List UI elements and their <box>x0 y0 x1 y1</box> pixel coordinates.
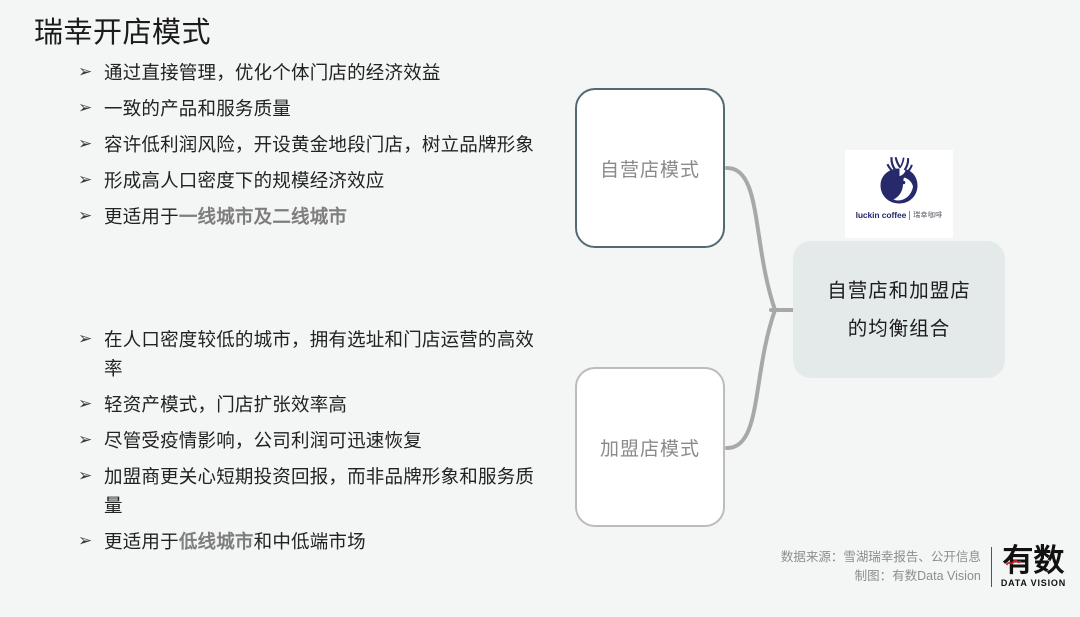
bullet-franchise-item: ➢ 轻资产模式，门店扩张效率高 <box>78 390 548 419</box>
bullet-self-operated-item: ➢ 形成高人口密度下的规模经济效应 <box>78 166 548 195</box>
bullet-group-self-operated: ➢ 通过直接管理，优化个体门店的经济效益 ➢ 一致的产品和服务质量 ➢ 容许低利润风险，开… <box>78 58 548 238</box>
luckin-coffee-logo: luckin coffee 瑞幸咖啡 <box>845 150 953 238</box>
footer-source-text: 数据来源：雪湖瑞幸报告、公开信息 制图：有数Data Vision <box>781 548 991 586</box>
result-line-2: 的均衡组合 <box>847 317 951 340</box>
page-title: 瑞幸开店模式 <box>34 17 212 49</box>
node-franchise[interactable]: 加盟店模式 <box>575 367 725 527</box>
footer-divider <box>990 546 992 587</box>
bullet-self-operated-item-text: 形成高人口密度下的规模经济效应 <box>104 166 548 195</box>
highlighted-term: 低线城市 <box>178 531 254 552</box>
node-self-operated-label: 自营店模式 <box>599 159 700 181</box>
luckin-wordmark-cn: 瑞幸咖啡 <box>913 212 943 219</box>
bullet-arrow-icon: ➢ <box>78 430 93 450</box>
plain-text-run: 更适用于 <box>104 206 179 227</box>
node-franchise-label: 加盟店模式 <box>599 438 700 460</box>
footer: 数据来源：雪湖瑞幸报告、公开信息 制图：有数Data Vision 有数 DAT… <box>781 544 1066 589</box>
bullet-franchise-item: ➢ 尽管受疫情影响，公司利润可迅速恢复 <box>78 426 548 455</box>
bullet-self-operated-item: ➢ 容许低利润风险，开设黄金地段门店，树立品牌形象 <box>78 130 548 159</box>
highlighted-term: 一线城市及二线城市 <box>178 206 348 227</box>
node-self-operated[interactable]: 自营店模式 <box>575 88 725 248</box>
luckin-wordmark-en: luckin coffee <box>855 210 907 220</box>
luckin-deer-icon <box>880 157 918 204</box>
plain-text-run: 容许低利润风险，开设黄金地段门店，树立品牌形象 <box>104 134 535 155</box>
bullet-self-operated-item-text: 一致的产品和服务质量 <box>104 94 548 123</box>
bullet-franchise-item-text: 在人口密度较低的城市，拥有选址和门店运营的高效率 <box>104 325 548 383</box>
bullet-franchise-item-text: 轻资产模式，门店扩张效率高 <box>104 390 548 419</box>
brand-logo-cn: 有数 <box>1002 544 1064 577</box>
luckin-wordmark: luckin coffee 瑞幸咖啡 <box>856 210 943 220</box>
bullet-arrow-icon: ➢ <box>78 170 93 190</box>
plain-text-run: 一致的产品和服务质量 <box>104 98 292 119</box>
bullet-arrow-icon: ➢ <box>78 329 93 349</box>
node-result-balanced-mix[interactable]: 自营店和加盟店 的均衡组合 <box>793 241 1005 378</box>
bullet-arrow-icon: ➢ <box>78 206 93 226</box>
bullet-franchise-item: ➢ 更适用于低线城市和中低端市场 <box>78 527 548 556</box>
bullet-self-operated-item: ➢ 通过直接管理，优化个体门店的经济效益 <box>78 58 548 87</box>
brand-wave-icon <box>1006 559 1022 566</box>
brand-logo-data-vision: 有数 DATA VISION <box>992 544 1066 589</box>
bullet-franchise-item-text: 加盟商更关心短期投资回报，而非品牌形象和服务质量 <box>104 462 548 520</box>
bullet-arrow-icon: ➢ <box>78 98 93 118</box>
bullet-arrow-icon: ➢ <box>78 466 93 486</box>
bullet-self-operated-item: ➢ 更适用于一线城市及二线城市 <box>78 202 548 231</box>
bullet-arrow-icon: ➢ <box>78 394 93 414</box>
bullet-arrow-icon: ➢ <box>78 134 93 154</box>
result-line-1: 自营店和加盟店 <box>827 279 971 302</box>
plain-text-run: 和中低端市场 <box>253 531 366 552</box>
bullet-franchise-item-text: 尽管受疫情影响，公司利润可迅速恢复 <box>104 426 548 455</box>
plain-text-run: 形成高人口密度下的规模经济效应 <box>104 170 385 191</box>
plain-text-run: 轻资产模式，门店扩张效率高 <box>104 394 348 415</box>
bullet-arrow-icon: ➢ <box>78 531 93 551</box>
bullet-group-franchise: ➢在人口密度较低的城市，拥有选址和门店运营的高效率➢轻资产模式，门店扩张效率高➢… <box>78 325 548 563</box>
brand-logo-en: DATA VISION <box>1000 578 1066 588</box>
bullet-franchise-item: ➢ 在人口密度较低的城市，拥有选址和门店运营的高效率 <box>78 325 548 383</box>
bullet-self-operated-item: ➢ 一致的产品和服务质量 <box>78 94 548 123</box>
footer-source-line-1: 数据来源：雪湖瑞幸报告、公开信息 <box>780 549 981 564</box>
plain-text-run: 在人口密度较低的城市，拥有选址和门店运营的高效率 <box>104 329 535 379</box>
plain-text-run: 通过直接管理，优化个体门店的经济效益 <box>104 62 441 83</box>
plain-text-run: 加盟商更关心短期投资回报，而非品牌形象和服务质量 <box>104 466 535 516</box>
bullet-franchise-item-text: 更适用于低线城市和中低端市场 <box>104 527 548 556</box>
bullet-self-operated-item-text: 容许低利润风险，开设黄金地段门店，树立品牌形象 <box>104 130 548 159</box>
plain-text-run: 尽管受疫情影响，公司利润可迅速恢复 <box>104 430 422 451</box>
bullet-self-operated-item-text: 更适用于一线城市及二线城市 <box>104 202 548 231</box>
bullet-franchise-item: ➢ 加盟商更关心短期投资回报，而非品牌形象和服务质量 <box>78 462 548 520</box>
bullet-arrow-icon: ➢ <box>78 62 93 82</box>
footer-source-line-2: 制图：有数Data Vision <box>854 568 981 583</box>
plain-text-run: 更适用于 <box>104 531 179 552</box>
bullet-self-operated-item-text: 通过直接管理，优化个体门店的经济效益 <box>104 58 548 87</box>
luckin-wordmark-divider <box>909 210 911 220</box>
brand-logo-cn-text: 有数 <box>1002 543 1065 578</box>
